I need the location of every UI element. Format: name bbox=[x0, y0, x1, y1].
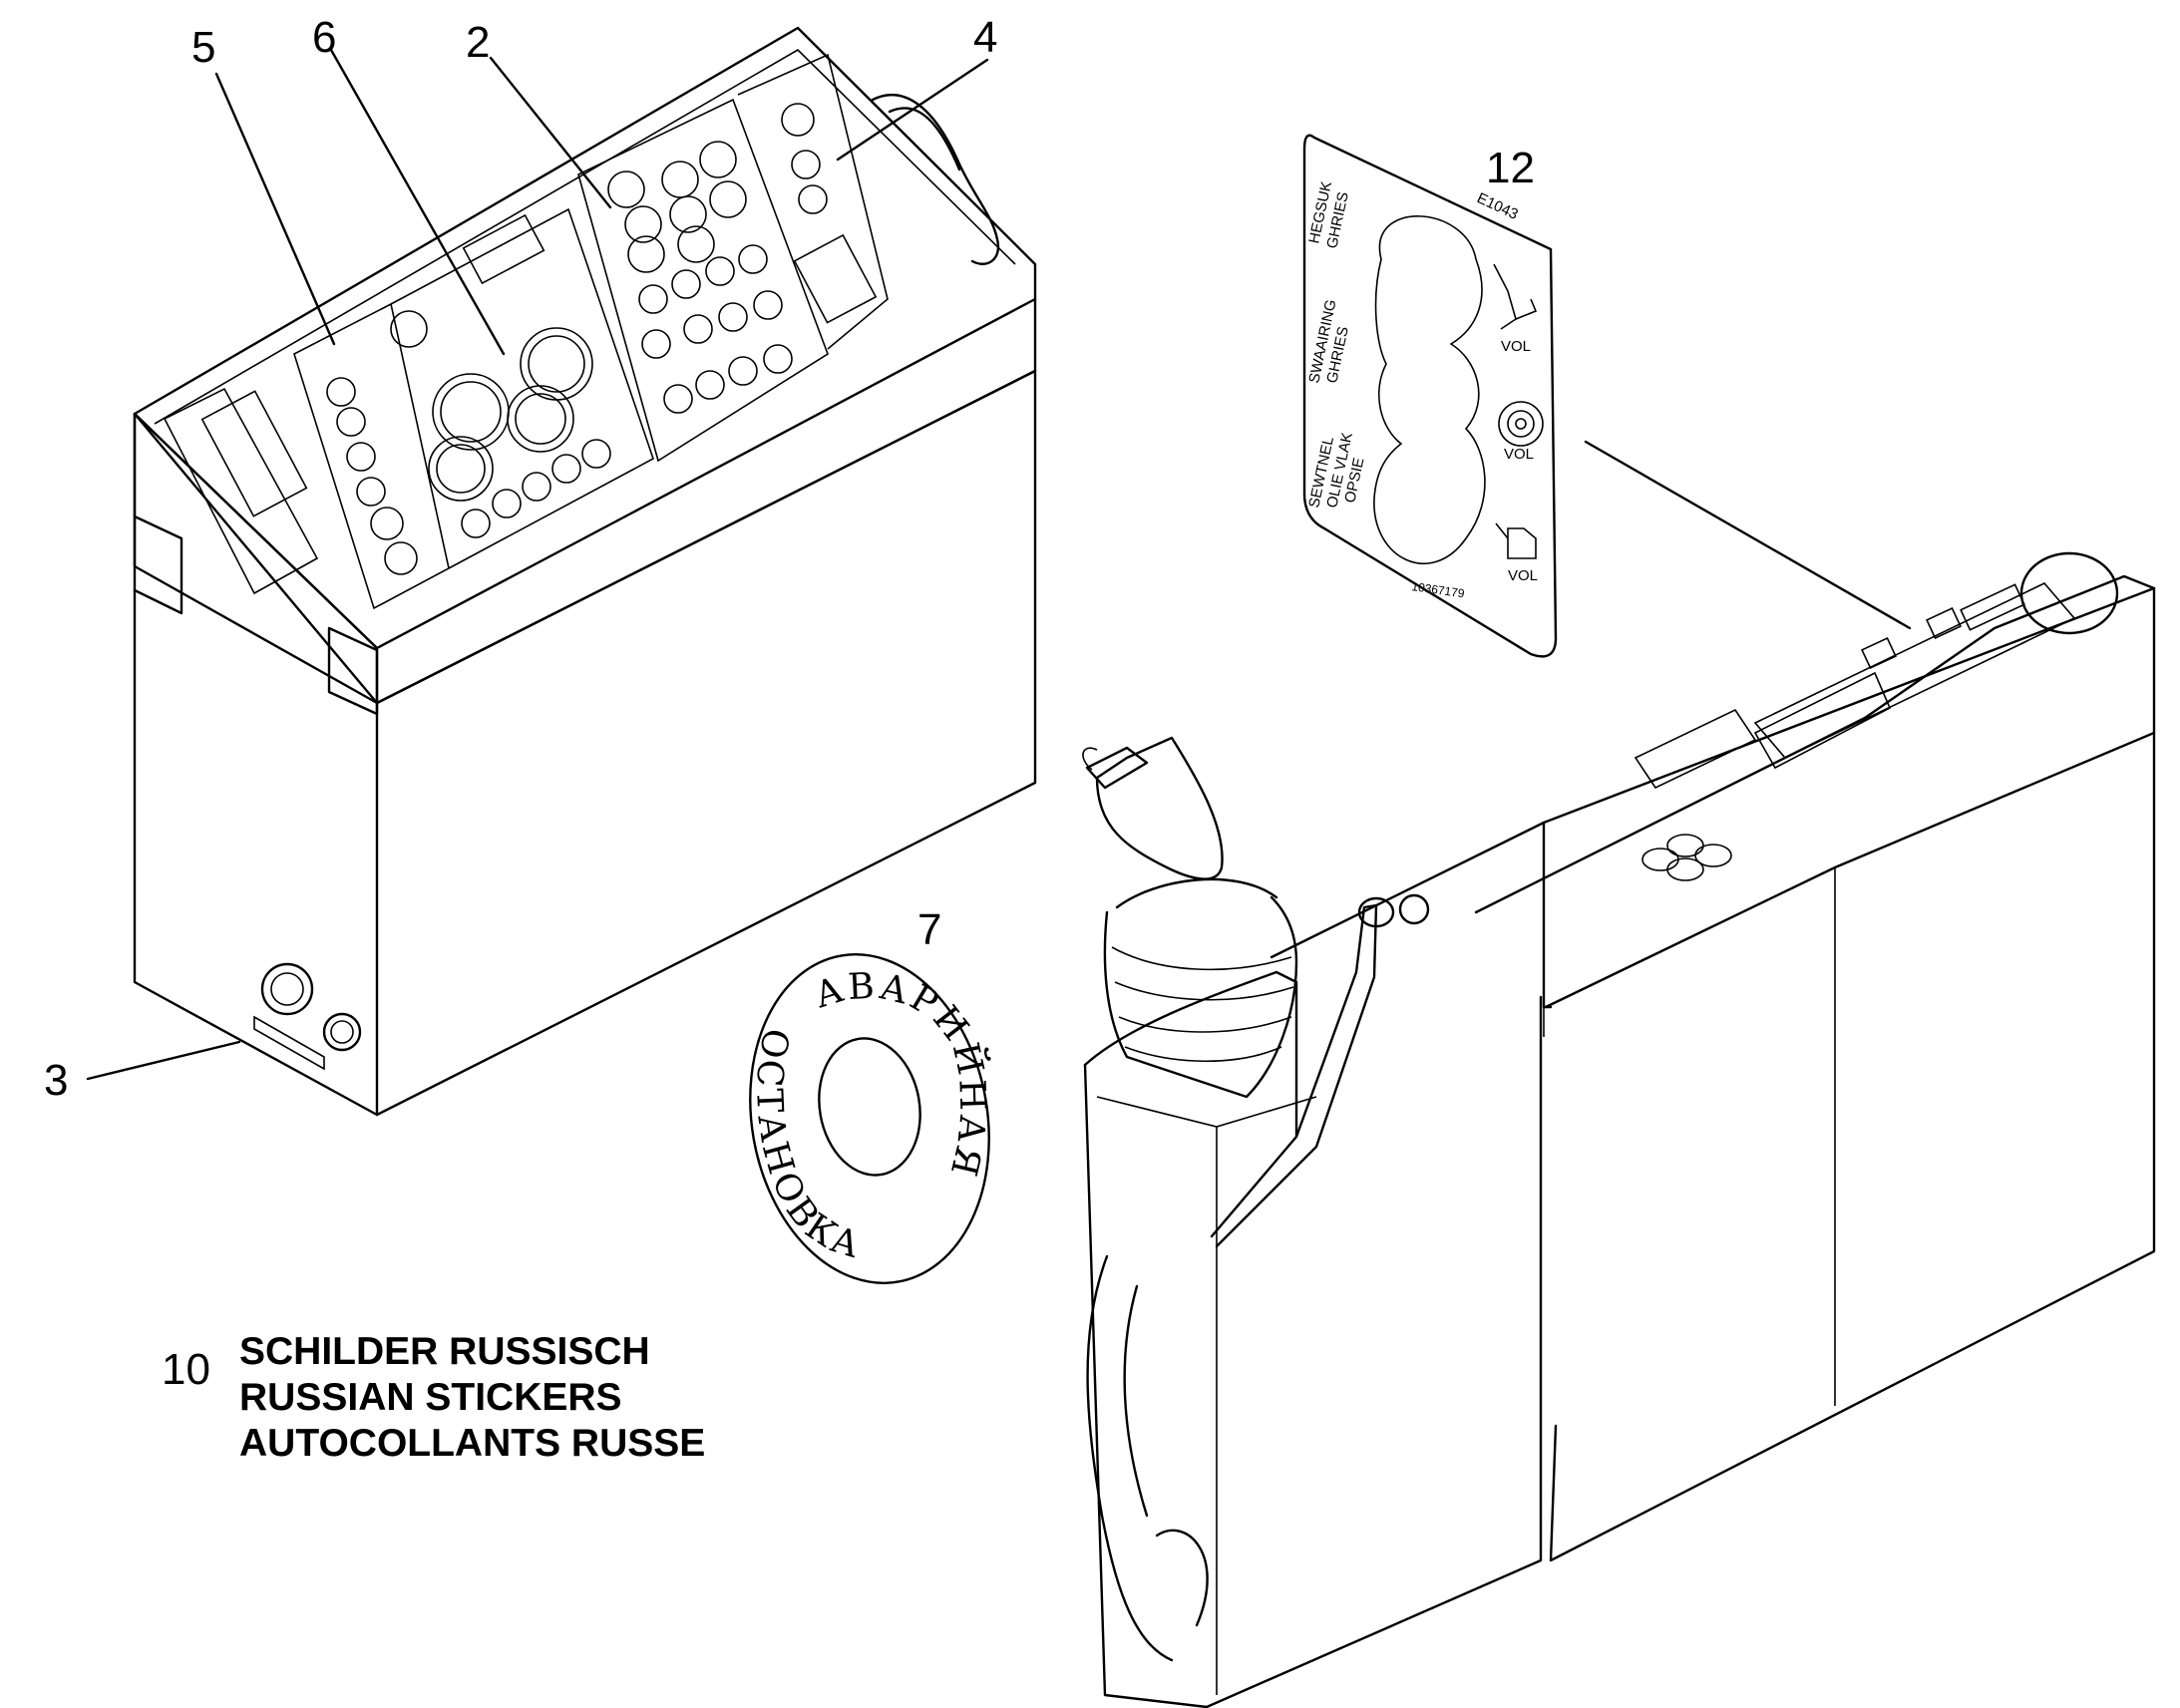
callout-12: 12 bbox=[1486, 144, 1535, 192]
callout-5: 5 bbox=[191, 23, 215, 72]
callout-10: 10 bbox=[162, 1345, 210, 1394]
leader-5 bbox=[214, 72, 336, 346]
decal-vol-2: VOL bbox=[1504, 446, 1534, 463]
callout-3: 3 bbox=[44, 1056, 68, 1105]
grease-decal-12: E1043 HEGSUK GHRIES SWAAIRING GHRIES SEW… bbox=[1302, 134, 1558, 658]
decal-vol-1: VOL bbox=[1501, 338, 1531, 355]
svg-text:АВАРИЙНАЯ: АВАРИЙНАЯ bbox=[810, 966, 993, 1183]
control-console bbox=[133, 26, 1037, 1117]
decal-vol-3: VOL bbox=[1508, 567, 1538, 584]
callout-7: 7 bbox=[917, 905, 941, 954]
svg-text:ОСТАНОВКА: ОСТАНОВКА bbox=[748, 1025, 867, 1267]
callout-6: 6 bbox=[312, 13, 336, 62]
callout-leaders bbox=[86, 48, 989, 1081]
callout-2: 2 bbox=[466, 18, 490, 67]
leader-12 bbox=[1584, 440, 1912, 630]
caption-german: SCHILDER RUSSISCH bbox=[239, 1330, 650, 1373]
sticker-word-top: АВАРИЙНАЯ bbox=[810, 966, 990, 1183]
slewing-ring-icon bbox=[1498, 401, 1544, 447]
caption-english: RUSSIAN STICKERS bbox=[239, 1376, 622, 1419]
leader-3 bbox=[86, 1040, 241, 1081]
emergency-stop-sticker-7: АВАРИЙНАЯ ОСТАНОВКА bbox=[748, 953, 993, 1284]
oil-can-icon bbox=[1495, 522, 1537, 559]
callout-4: 4 bbox=[973, 13, 997, 62]
decal-code: E1043 bbox=[1474, 189, 1520, 223]
sticker-word-bottom: ОСТАНОВКА bbox=[748, 1025, 864, 1267]
caption-french: AUTOCOLLANTS RUSSE bbox=[239, 1422, 705, 1465]
leader-4 bbox=[836, 58, 989, 162]
leader-6 bbox=[329, 48, 506, 356]
armrest-console bbox=[1082, 551, 2156, 1708]
leader-2 bbox=[489, 56, 612, 209]
grease-gun-icon bbox=[1493, 263, 1538, 330]
